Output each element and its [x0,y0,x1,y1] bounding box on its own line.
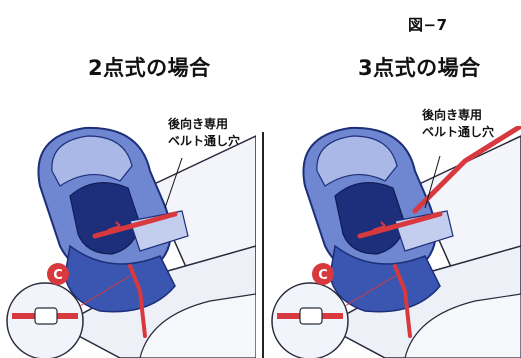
buckle [35,308,57,324]
panel-title: 3点式の場合 [358,52,481,82]
panel-3-point: 3点式の場合 後向き専用 ベルト通し穴 C [265,0,521,358]
panel-divider [262,132,264,358]
marker-c-label: C [53,268,63,283]
panel-title: 2点式の場合 [88,52,211,82]
car-seat-illustration-2-point: C [0,126,256,358]
marker-c-label: C [318,268,328,283]
callout-line-1: 後向き専用 [422,107,494,124]
car-seat-illustration-3-point: C [265,126,521,358]
panel-2-point: 2点式の場合 後向き専用 ベルト通し穴 C [0,0,256,358]
buckle [300,308,322,324]
